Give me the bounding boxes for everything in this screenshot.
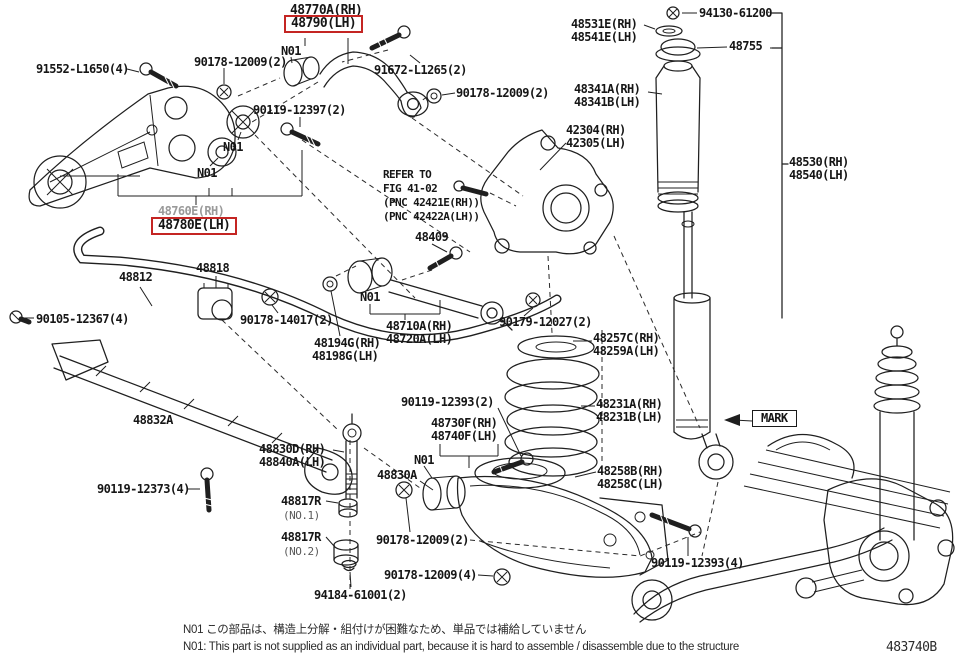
part-label-48531e: 48531E(RH) (571, 17, 638, 31)
part-label-48541e: 48541E(LH) (571, 30, 638, 44)
lateral-rod-drawing (347, 257, 513, 331)
part-label-48755: 48755 (729, 39, 763, 53)
trailing-arm-drawing (28, 85, 236, 209)
part-label-90178-14017: 90178-14017(2) (240, 313, 333, 327)
part-label-48817r-no1-suffix: (NO.1) (283, 509, 320, 522)
part-label-48812: 48812 (119, 270, 153, 284)
refer-note-line4: (PNC 42422A(LH)) (383, 210, 480, 223)
part-label-90105: 90105-12367(4) (36, 312, 129, 326)
part-label-48780e-highlighted: 48780E(LH) (151, 217, 238, 235)
part-label-90178-12009-top-left: 90178-12009(2) (194, 55, 287, 69)
part-label-48540: 48540(LH) (789, 168, 849, 182)
footnote-n01-japanese: N01 この部品は、構造上分解・組付けが困難なため、単品では補給していません (183, 624, 587, 636)
stabilizer-link-drawing (333, 413, 362, 572)
part-label-48817r-no1: 48817R (281, 494, 321, 508)
part-label-48840a: 48840A(LH) (259, 455, 326, 469)
part-label-n01-lower-arm: N01 (414, 453, 434, 467)
part-label-42304: 42304(RH) (566, 123, 626, 137)
part-label-48817r-no2-suffix: (NO.2) (283, 545, 320, 558)
part-label-48770a: 48770A(RH) (290, 3, 363, 18)
part-label-90179-12027: 90179-12027(2) (499, 315, 592, 329)
footnote-n01-english: N01: This part is not supplied as an ind… (183, 641, 740, 653)
lower-arm-drawing (422, 475, 669, 578)
trailing-arm-bushings (207, 105, 260, 167)
shock-absorber-drawing (655, 6, 789, 480)
part-label-90178-12009-4: 90178-12009(4) (384, 568, 477, 582)
part-label-90178-12009-top-right: 90178-12009(2) (456, 86, 549, 100)
part-label-n01-bushing-a: N01 (223, 140, 243, 154)
stabilizer-bar-drawing (73, 226, 562, 343)
part-label-42305: 42305(LH) (566, 136, 626, 150)
part-label-48710a: 48710A(RH) (386, 319, 453, 333)
refer-note-line2: FIG 41-02 (383, 182, 438, 195)
part-label-48818: 48818 (196, 261, 230, 275)
brace-drawing (51, 339, 353, 495)
part-label-n01-lateral-rod: N01 (360, 290, 380, 304)
part-label-48817r-no2: 48817R (281, 530, 321, 544)
part-label-48198g: 48198G(LH) (312, 349, 379, 363)
knuckle-drawing (480, 129, 614, 255)
mark-callout-box: MARK (752, 410, 797, 427)
part-label-94184: 94184-61001(2) (314, 588, 407, 602)
part-label-94130: 94130-61200 (699, 6, 772, 20)
part-label-n01-bushing-b: N01 (197, 166, 217, 180)
part-label-48830a: 48830A (377, 468, 417, 482)
upper-control-arm-drawing (283, 51, 429, 118)
part-label-48830d: 48830D(RH) (259, 442, 326, 456)
part-label-90119-12373: 90119-12373(4) (97, 482, 190, 496)
part-label-91672: 91672-L1265(2) (374, 63, 467, 77)
refer-note-line3: (PNC 42421E(RH)) (383, 196, 480, 209)
part-label-48790-highlighted: 48790(LH) (284, 15, 364, 33)
part-label-48257c: 48257C(RH) (593, 331, 660, 345)
coil-spring-drawing (474, 335, 600, 489)
part-label-48730f: 48730F(RH) (431, 416, 498, 430)
part-label-48259a: 48259A(LH) (593, 344, 660, 358)
part-label-48258b: 48258B(RH) (597, 464, 664, 478)
assembly-dashed-lines (221, 49, 719, 592)
part-label-91552: 91552-L1650(4) (36, 62, 129, 76)
part-label-48258c: 48258C(LH) (597, 477, 664, 491)
part-label-48740f: 48740F(LH) (431, 429, 498, 443)
part-label-90119-12393-2: 90119-12393(2) (401, 395, 494, 409)
part-label-48720a: 48720A(LH) (386, 332, 453, 346)
part-label-48530: 48530(RH) (789, 155, 849, 169)
part-label-48341a: 48341A(RH) (574, 82, 641, 96)
refer-note-line1: REFER TO (383, 168, 432, 181)
part-label-48341b: 48341B(LH) (574, 95, 641, 109)
leader-lines (24, 12, 782, 588)
stabilizer-bushing-drawing (197, 283, 233, 321)
part-label-n01-upper-arm: N01 (281, 44, 301, 58)
part-label-48832a: 48832A (133, 413, 173, 427)
part-label-48194g: 48194G(RH) (314, 336, 381, 350)
mark-arrow (724, 414, 753, 426)
part-label-48231a: 48231A(RH) (596, 397, 663, 411)
part-label-90178-12009-bottom: 90178-12009(2) (376, 533, 469, 547)
part-label-48231b: 48231B(LH) (596, 410, 663, 424)
part-label-48409: 48409 (415, 230, 449, 244)
part-label-48760e-superseded: 48760E(RH) (158, 204, 225, 218)
fasteners-drawing (9, 25, 702, 586)
part-label-90119-12397: 90119-12397(2) (253, 103, 346, 117)
figure-code: 483740B (886, 640, 937, 655)
part-label-90119-12393-4: 90119-12393(4) (651, 556, 744, 570)
axle-assembly-drawing (631, 325, 955, 623)
